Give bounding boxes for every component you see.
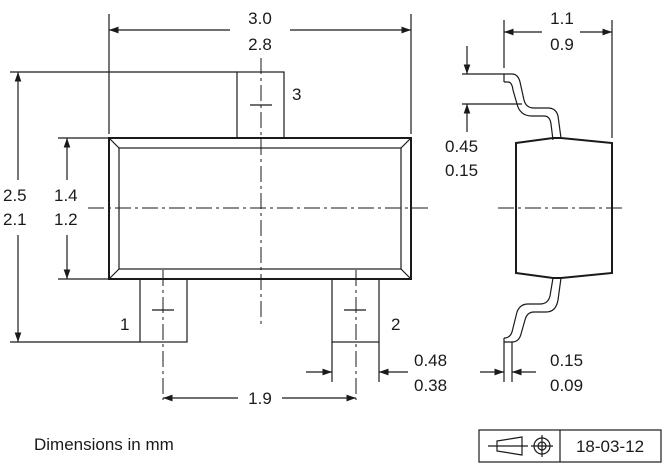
svg-text:1.2: 1.2 [54, 210, 78, 229]
svg-text:0.09: 0.09 [550, 376, 583, 395]
svg-text:1.9: 1.9 [248, 389, 272, 408]
title-block: 18-03-12 [478, 429, 662, 463]
svg-text:0.15: 0.15 [550, 351, 583, 370]
dim-side-width: 1.1 0.9 [503, 9, 613, 138]
svg-text:0.45: 0.45 [445, 137, 478, 156]
svg-text:3.0: 3.0 [248, 9, 272, 28]
svg-text:0.48: 0.48 [414, 351, 447, 370]
dim-lead-width: 0.48 0.38 [306, 342, 447, 395]
side-view [498, 73, 625, 343]
svg-text:0.9: 0.9 [550, 35, 574, 54]
side-body [515, 137, 613, 279]
dim-total-height: 2.5 2.1 [3, 71, 237, 343]
dim-lead-pitch: 1.9 [163, 389, 356, 408]
svg-text:2.5: 2.5 [3, 186, 27, 205]
svg-text:0.38: 0.38 [414, 376, 447, 395]
svg-text:2.1: 2.1 [3, 210, 27, 229]
pin-1-label: 1 [120, 315, 129, 334]
svg-text:1.4: 1.4 [54, 186, 78, 205]
dim-total-width: 3.0 2.8 [108, 9, 412, 134]
front-view: 3 1 2 [88, 58, 428, 400]
pin-2-label: 2 [391, 315, 400, 334]
dim-lead-thickness: 0.15 0.09 [480, 342, 583, 395]
dim-lead-length: 0.45 0.15 [445, 46, 522, 180]
svg-text:1.1: 1.1 [550, 9, 574, 28]
svg-text:0.15: 0.15 [445, 161, 478, 180]
projection-symbol-icon [488, 435, 553, 457]
revision-date: 18-03-12 [576, 437, 644, 456]
pin-3-label: 3 [292, 85, 301, 104]
svg-text:2.8: 2.8 [248, 35, 272, 54]
units-note: Dimensions in mm [34, 435, 174, 454]
dim-body-height: 1.4 1.2 [54, 137, 109, 280]
